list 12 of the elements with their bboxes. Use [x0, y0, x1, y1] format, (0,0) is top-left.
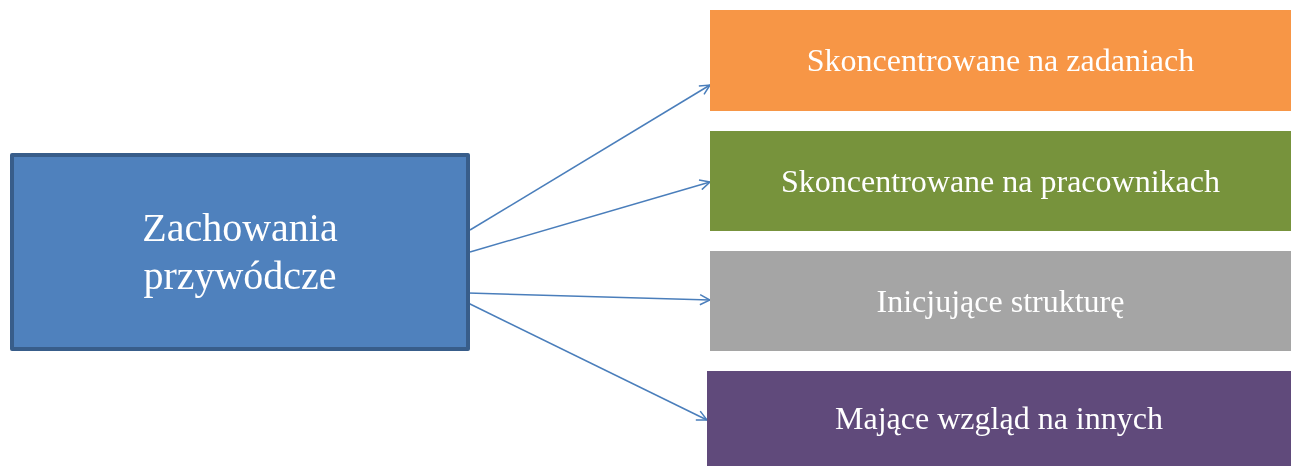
arrow — [469, 179, 711, 253]
box-label: Skoncentrowane na zadaniach — [806, 41, 1195, 80]
main-box — [10, 153, 470, 351]
box-label: Skoncentrowane na pracownikach — [781, 161, 1220, 201]
category-box — [710, 251, 1291, 351]
box-label: Inicjujące strukturę — [876, 281, 1125, 321]
arrow — [469, 84, 711, 231]
box-label: Mające wzgląd na innych — [835, 399, 1163, 438]
category-box — [707, 371, 1291, 466]
category-box — [710, 10, 1291, 111]
box-label: Zachowania przywódcze — [141, 204, 339, 300]
category-box — [710, 131, 1291, 231]
